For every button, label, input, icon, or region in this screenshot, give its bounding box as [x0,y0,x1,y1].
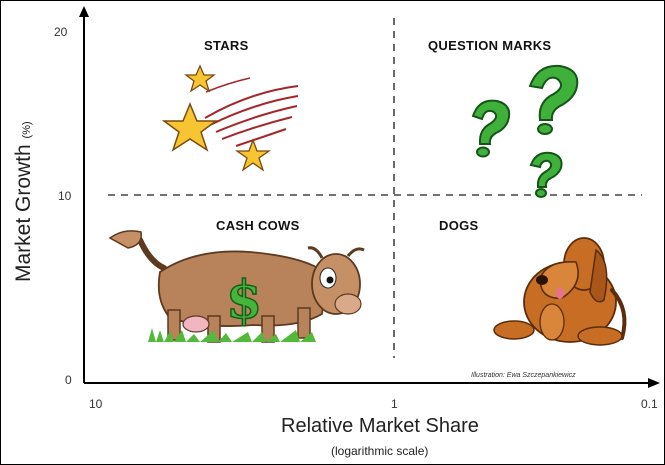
x-axis-arrow [648,378,660,388]
y-axis-arrow [79,6,89,17]
y-tick-20: 20 [54,25,68,39]
y-tick-0: 0 [65,373,72,387]
shooting-stars-icon [161,64,299,172]
y-tick-10: 10 [58,189,72,203]
quadrant-title-stars: STARS [204,38,249,53]
x-tick-0-1: 0.1 [641,397,658,411]
quadrant-title-cash-cows: CASH COWS [216,218,300,233]
dog-icon [493,237,627,346]
y-axis-title: Market Growth [12,144,35,282]
x-axis-sublabel: (logarithmic scale) [331,444,429,458]
y-axis-unit: (%) [21,121,33,139]
quadrant-title-question-marks: QUESTION MARKS [428,38,552,53]
y-axis-label: Market Growth (%) [12,121,36,282]
x-axis-label: Relative Market Share [281,415,479,437]
illustration-credit: Illustration: Ewa Szczepankiewicz [471,372,576,379]
x-tick-1: 1 [391,397,398,411]
quadrant-title-dogs: DOGS [439,218,479,233]
cow-icon: $ [108,230,365,343]
x-tick-10: 10 [89,397,103,411]
question-marks-icon [471,64,579,198]
svg-text:$: $ [226,270,262,331]
